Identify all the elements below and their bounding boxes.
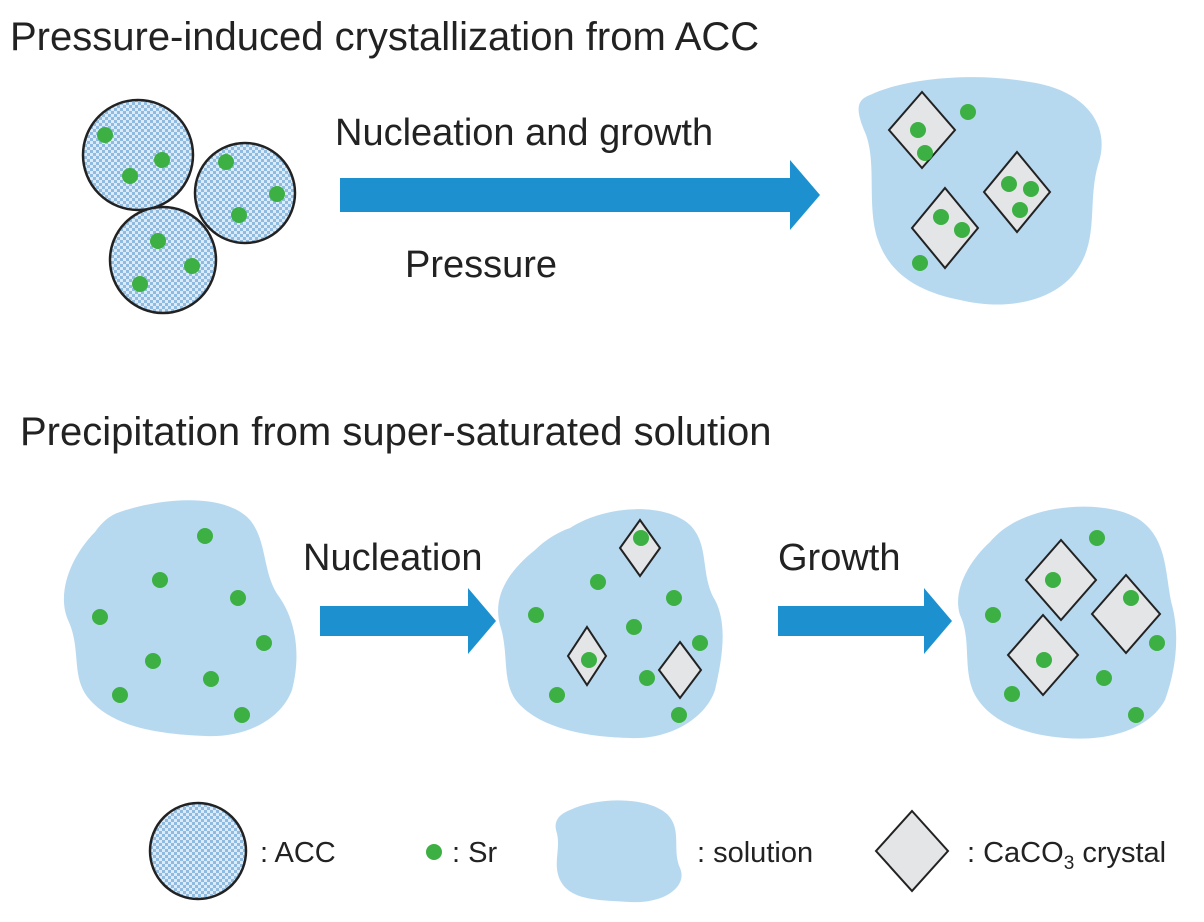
sr-dot: [256, 635, 272, 651]
top-section-title: Pressure-induced crystallization from AC…: [10, 15, 759, 59]
sr-dot: [1012, 202, 1028, 218]
sr-dot: [230, 590, 246, 606]
sr-dot: [1128, 707, 1144, 723]
bottom-grown-solution: [958, 506, 1177, 739]
sr-dot: [218, 154, 234, 170]
sr-dot: [1045, 572, 1061, 588]
nucleation-label: Nucleation: [303, 537, 483, 579]
sr-dot: [954, 222, 970, 238]
nucleation-and-growth-label: Nucleation and growth: [335, 112, 713, 154]
sr-dot: [154, 152, 170, 168]
acc-particle: [81, 98, 195, 212]
caco3-crystal: [657, 640, 703, 700]
legend-crystal-swatch: [874, 809, 950, 893]
sr-dot: [960, 104, 976, 120]
sr-dot: [1123, 590, 1139, 606]
legend-sr-label: : Sr: [452, 837, 497, 869]
top-process-arrow: [340, 160, 820, 230]
legend-solution-label: : solution: [697, 837, 813, 869]
acc-particle: [193, 141, 297, 245]
sr-dot: [197, 528, 213, 544]
sr-dot: [112, 687, 128, 703]
nucleation-arrow: [320, 588, 496, 654]
legend-crystal-suffix: crystal: [1074, 837, 1166, 869]
sr-dot: [639, 670, 655, 686]
growth-label: Growth: [778, 537, 900, 579]
sr-dot: [917, 145, 933, 161]
solution-blob: [498, 509, 723, 739]
sr-dot: [92, 609, 108, 625]
sr-dot: [933, 209, 949, 225]
sr-dot: [122, 168, 138, 184]
sr-dot: [152, 572, 168, 588]
sr-dot: [269, 186, 285, 202]
sr-dot: [1023, 181, 1039, 197]
sr-dot: [581, 652, 597, 668]
sr-dot: [626, 619, 642, 635]
sr-dot: [528, 607, 544, 623]
legend-crystal-prefix: : CaCO: [967, 837, 1064, 869]
acc-particles-group: [81, 98, 297, 315]
legend-crystal-label: : CaCO3 crystal: [967, 837, 1166, 874]
bottom-initial-solution: [63, 500, 297, 737]
sr-dot: [234, 707, 250, 723]
sr-dot: [203, 671, 219, 687]
sr-dot: [910, 122, 926, 138]
sr-dot: [666, 590, 682, 606]
sr-dot: [132, 276, 148, 292]
sr-dot: [590, 574, 606, 590]
sr-dot: [1036, 652, 1052, 668]
caco3-crystal: [1090, 573, 1162, 655]
legend-solution-swatch: [555, 800, 682, 903]
solution-blob: [63, 500, 297, 737]
sr-dot: [150, 233, 166, 249]
acc-particle: [108, 205, 218, 315]
bottom-section-title: Precipitation from super-saturated solut…: [20, 410, 771, 454]
sr-dot: [692, 635, 708, 651]
legend-crystal-subscript: 3: [1064, 853, 1075, 874]
sr-dot: [1149, 635, 1165, 651]
caco3-crystal: [982, 150, 1052, 234]
growth-arrow: [778, 588, 952, 654]
sr-dot: [549, 687, 565, 703]
sr-dot: [1096, 670, 1112, 686]
sr-dot: [912, 255, 928, 271]
sr-dot: [1004, 686, 1020, 702]
sr-dot: [145, 653, 161, 669]
legend: : ACC : Sr : solution : CaCO3 crystal: [148, 800, 1166, 903]
sr-dot: [671, 707, 687, 723]
sr-dot: [633, 530, 649, 546]
solution-blob: [958, 506, 1177, 739]
sr-dot: [231, 207, 247, 223]
caco3-crystal: [618, 518, 662, 578]
legend-sr-swatch: [426, 844, 442, 860]
sr-dot: [1001, 176, 1017, 192]
solution-blob: [858, 77, 1102, 305]
sr-dot: [985, 607, 1001, 623]
top-result-solution: [858, 77, 1102, 305]
bottom-nucleated-solution: [498, 509, 723, 739]
legend-acc-swatch: [148, 801, 248, 901]
pressure-label: Pressure: [405, 244, 557, 286]
caco3-crystal: [910, 186, 980, 270]
sr-dot: [97, 127, 113, 143]
sr-dot: [1089, 530, 1105, 546]
sr-dot: [184, 258, 200, 274]
legend-acc-label: : ACC: [260, 837, 336, 869]
